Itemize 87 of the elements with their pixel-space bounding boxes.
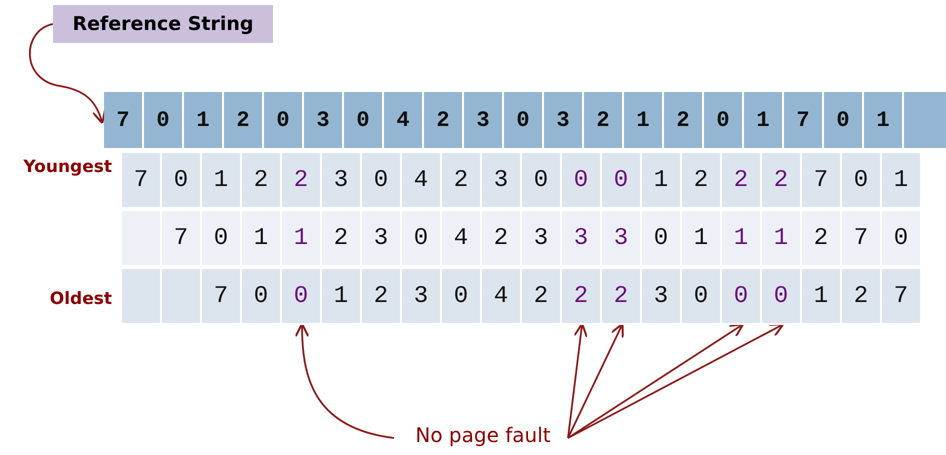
page-frame-cell: 3	[482, 153, 522, 209]
page-frame-cell: 0	[162, 153, 202, 209]
page-frame-cell: 1	[642, 153, 682, 209]
page-frame-cell: 0	[522, 153, 562, 209]
reference-cell: 0	[824, 92, 864, 148]
page-frame-cell: 3	[602, 211, 642, 267]
reference-cell: 2	[224, 92, 264, 148]
arrow	[568, 323, 784, 439]
page-frame-cell: 3	[362, 211, 402, 267]
page-frame-cell: 1	[882, 153, 922, 209]
page-frame-cell: 7	[122, 153, 162, 209]
page-frame-cell: 0	[882, 211, 922, 267]
page-frame-cell: 0	[722, 269, 762, 325]
page-frame-cell: 1	[762, 211, 802, 267]
annotation-text: No page fault	[398, 423, 568, 453]
page-frame-cell: 2	[602, 269, 642, 325]
page-frame-cell: 2	[802, 211, 842, 267]
page-frame-cell: 2	[682, 153, 722, 209]
page-frame-cell: 2	[322, 211, 362, 267]
page-frame-cell: 3	[322, 153, 362, 209]
reference-cell: 1	[744, 92, 784, 148]
page-frame-cell: 7	[802, 153, 842, 209]
page-frame-cell: 7	[842, 211, 882, 267]
page-frame-cell: 4	[402, 153, 442, 209]
page-frame-cell: 2	[442, 153, 482, 209]
page-frame-cell: 3	[642, 269, 682, 325]
row-label: Youngest	[23, 157, 112, 177]
page-frame-cell: 0	[682, 269, 722, 325]
page-frame-cell: 1	[322, 269, 362, 325]
page-frame-cell: 0	[642, 211, 682, 267]
heading-box: Reference String	[53, 5, 273, 43]
arrow	[567, 322, 624, 438]
page-frame-cell: 2	[842, 269, 882, 325]
page-frame-cell: 0	[442, 269, 482, 325]
reference-cell: 0	[144, 92, 184, 148]
page-frame-cell: 2	[522, 269, 562, 325]
reference-cell: 2	[664, 92, 704, 148]
page-frame-cell: 2	[282, 153, 322, 209]
reference-cell: 1	[864, 92, 904, 148]
page-frame-cell: 2	[482, 211, 522, 267]
page-frame-cell: 1	[682, 211, 722, 267]
page-frame-cell: 2	[362, 269, 402, 325]
page-frame-cell: 2	[562, 269, 602, 325]
reference-cell: 1	[624, 92, 664, 148]
page-frame-cell: 1	[202, 153, 242, 209]
page-frame-cell: 1	[722, 211, 762, 267]
page-frame-cell: 2	[762, 153, 802, 209]
page-frame-cell: 1	[282, 211, 322, 267]
page-frame-cell: 2	[242, 153, 282, 209]
page-frame-cell: 4	[482, 269, 522, 325]
reference-cell: 1	[184, 92, 224, 148]
page-frame-cell: 1	[802, 269, 842, 325]
page-frame-cell: 0	[242, 269, 282, 325]
arrow	[28, 23, 106, 124]
reference-cell: 3	[304, 92, 344, 148]
reference-cell: 4	[384, 92, 424, 148]
page-frame-cell: 7	[202, 269, 242, 325]
page-frame-cell: 3	[562, 211, 602, 267]
reference-cell: 0	[344, 92, 384, 148]
page-frame-cell: 0	[362, 153, 402, 209]
page-frame-cell: 1	[242, 211, 282, 267]
page-frame-cell: 7	[882, 269, 922, 325]
page-frame-cell: 0	[202, 211, 242, 267]
row-label: Oldest	[50, 289, 112, 309]
page-frame-cell: 3	[522, 211, 562, 267]
page-frame-cell: 7	[162, 211, 202, 267]
reference-cell: 2	[584, 92, 624, 148]
reference-cell: 7	[104, 92, 144, 148]
page-frame-cell: 0	[602, 153, 642, 209]
reference-cell: 2	[424, 92, 464, 148]
reference-cell: 3	[544, 92, 584, 148]
arrow	[294, 322, 394, 439]
page-frame-cell: 4	[442, 211, 482, 267]
page-frame-cell: 0	[762, 269, 802, 325]
page-frame-cell: 0	[562, 153, 602, 209]
reference-cell: 0	[504, 92, 544, 148]
reference-cell: 7	[784, 92, 824, 148]
arrow	[568, 323, 744, 439]
page-frame-cell: 0	[402, 211, 442, 267]
page-frame-cell: 3	[402, 269, 442, 325]
page-frame-cell: 0	[282, 269, 322, 325]
page-frame-cell: 2	[722, 153, 762, 209]
reference-cell: 0	[704, 92, 744, 148]
page-frame-cell: 0	[842, 153, 882, 209]
arrow	[567, 322, 588, 438]
reference-cell: 3	[464, 92, 504, 148]
reference-cell: 0	[264, 92, 304, 148]
